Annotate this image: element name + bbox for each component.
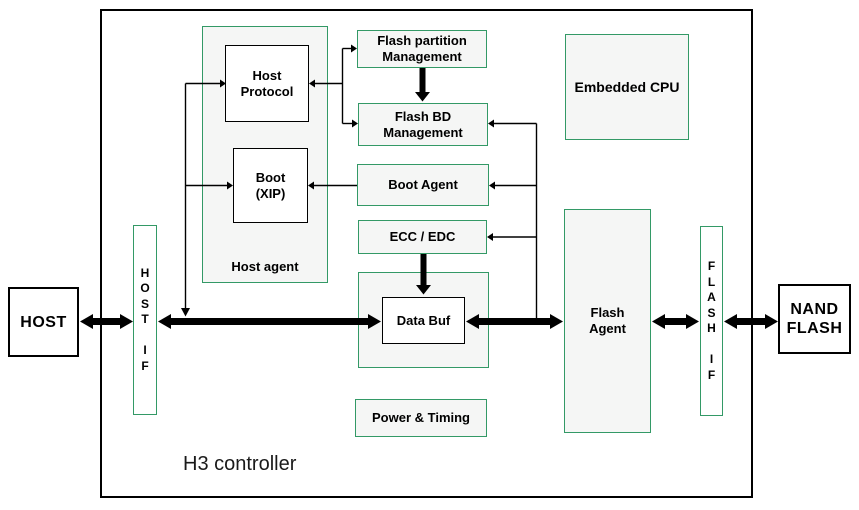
h3-controller-boundary bbox=[100, 9, 753, 498]
diagram-title: H3 controller bbox=[183, 453, 297, 475]
nand-flash-box: NAND FLASH bbox=[778, 284, 851, 354]
flash-bd-management-box: Flash BD Management bbox=[358, 103, 488, 146]
flash-partition-management-box: Flash partition Management bbox=[357, 30, 487, 68]
host-agent-label: Host agent bbox=[231, 259, 299, 274]
boot-xip-box: Boot (XIP) bbox=[233, 148, 308, 223]
host-box: HOST bbox=[8, 287, 79, 357]
power-timing-box: Power & Timing bbox=[355, 399, 487, 437]
flash-if-box: F L A S H I F bbox=[700, 226, 723, 416]
host-if-box: H O S T I F bbox=[133, 225, 157, 415]
ecc-edc-box: ECC / EDC bbox=[358, 220, 487, 254]
host-protocol-box: Host Protocol bbox=[225, 45, 309, 122]
flash-agent-box: Flash Agent bbox=[564, 209, 651, 433]
data-buf-box: Data Buf bbox=[382, 297, 465, 344]
embedded-cpu-box: Embedded CPU bbox=[565, 34, 689, 140]
boot-agent-box: Boot Agent bbox=[357, 164, 489, 206]
